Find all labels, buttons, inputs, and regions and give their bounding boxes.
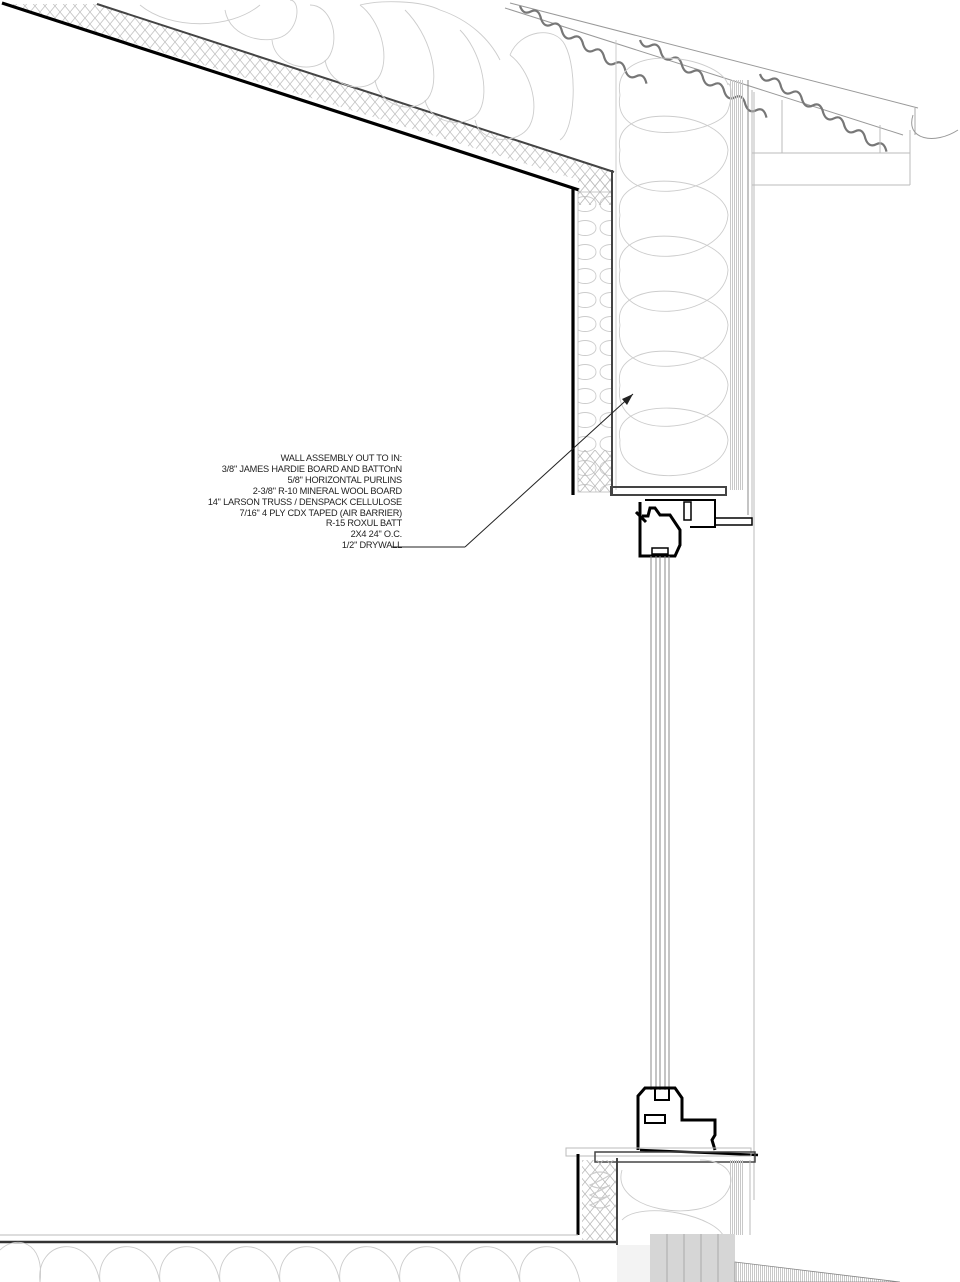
wall-assembly-note: WALL ASSEMBLY OUT TO IN: 3/8" JAMES HARD…	[150, 453, 402, 551]
window-sill-frame	[636, 1086, 759, 1157]
glazing	[650, 556, 670, 1090]
note-layer: 14" LARSON TRUSS / DENSPACK CELLULOSE	[207, 496, 402, 507]
roof-assembly	[1, 0, 615, 192]
note-layer: 2-3/8" R-10 MINERAL WOOL BOARD	[252, 485, 402, 496]
exterior-roof-insulation	[504, 2, 959, 1200]
note-layer: 5/8" HORIZONTAL PURLINS	[287, 474, 402, 485]
note-layer: 3/8" JAMES HARDIE BOARD AND BATTOnN	[221, 463, 402, 474]
note-layer: 7/16" 4 PLY CDX TAPED (AIR BARRIER)	[239, 507, 402, 518]
note-layer: 2X4 24" O.C.	[350, 529, 403, 540]
wall-assembly-lower	[0, 1147, 901, 1282]
note-layer: R-15 ROXUL BATT	[325, 518, 402, 529]
note-title: WALL ASSEMBLY OUT TO IN:	[280, 453, 403, 463]
window-head-frame	[634, 499, 753, 558]
note-layer: 1/2" DRYWALL	[341, 540, 402, 551]
annotation-leader	[392, 393, 634, 548]
wall-assembly-upper	[571, 40, 753, 525]
